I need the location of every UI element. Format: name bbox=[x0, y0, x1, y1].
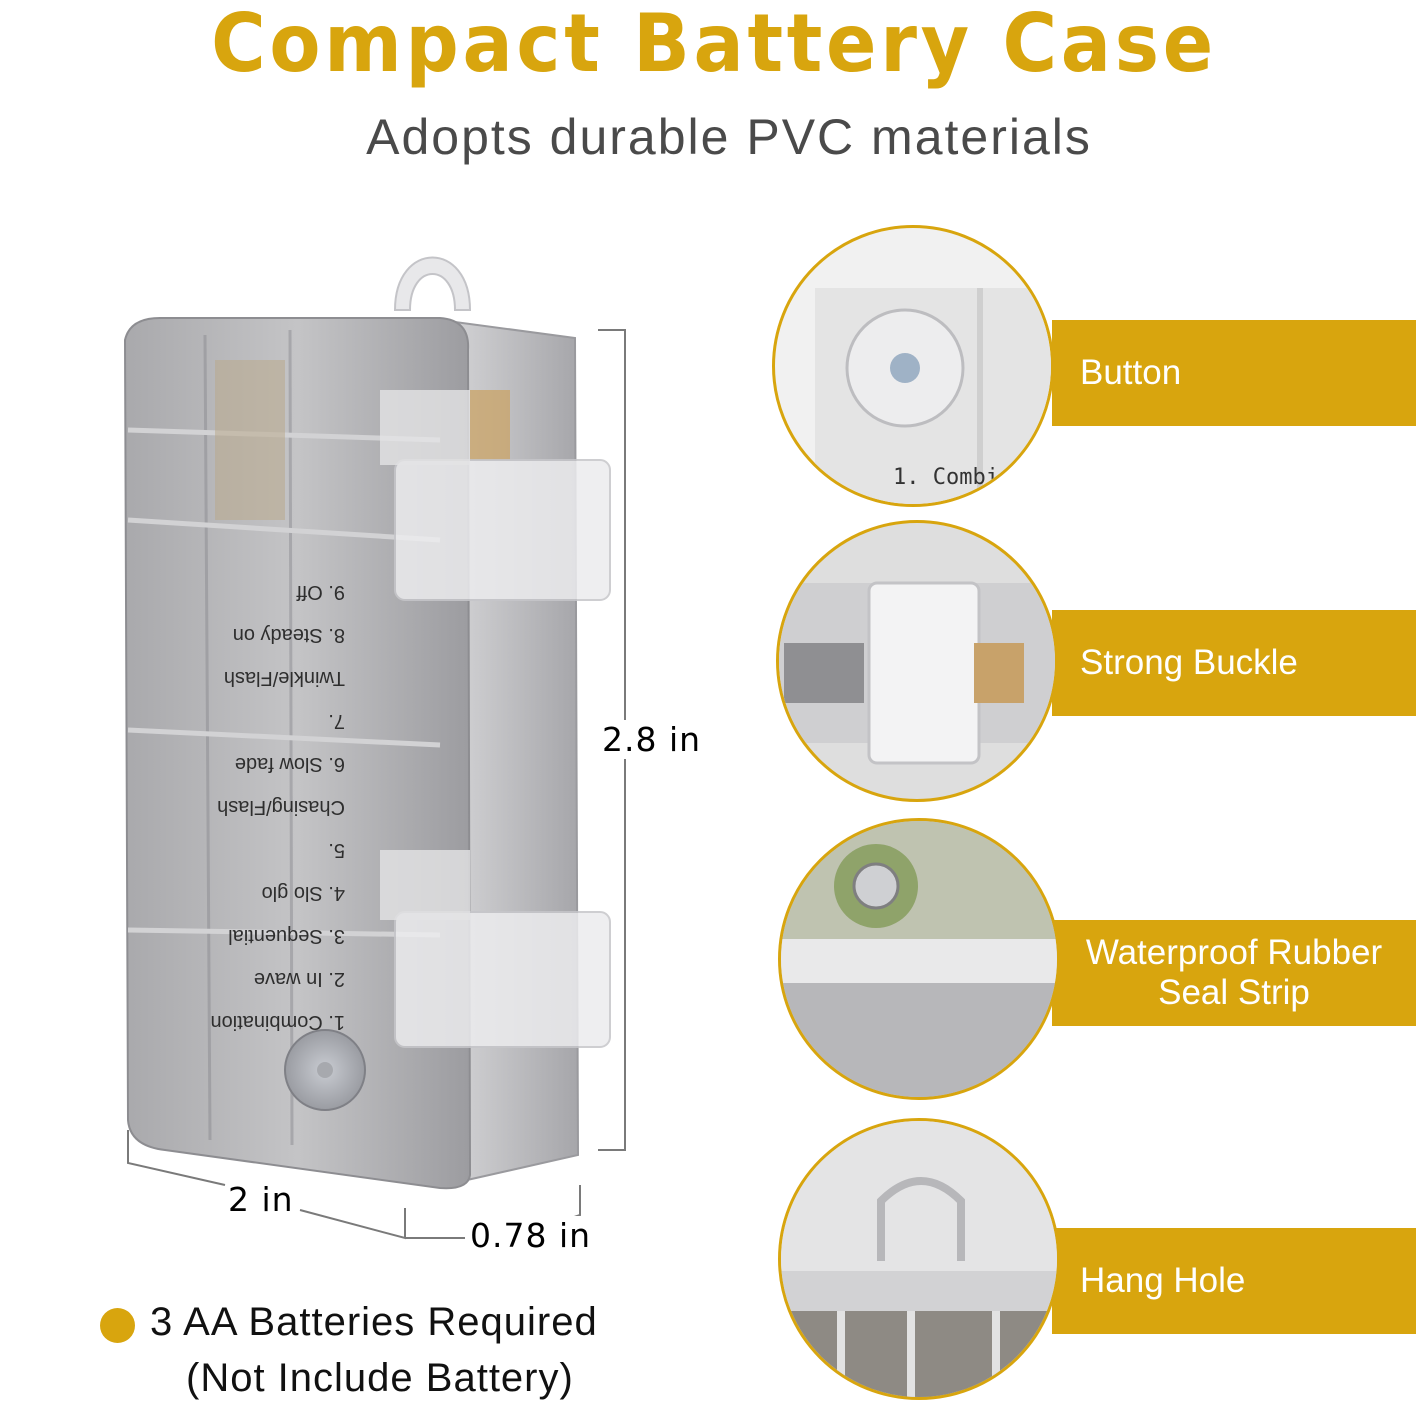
feature-hang-hole-label: Hang Hole bbox=[1052, 1228, 1416, 1334]
battery-case-image bbox=[123, 256, 626, 1240]
page-subtitle: Adopts durable PVC materials bbox=[366, 109, 1092, 165]
mode-item: 6. Slow fade bbox=[234, 753, 345, 775]
bullet-dot-icon bbox=[100, 1308, 135, 1343]
depth-dimension: 0.78 in bbox=[470, 1216, 592, 1255]
battery-requirement: 3 AA Batteries Required bbox=[150, 1300, 598, 1344]
hang-hole-closeup-icon bbox=[778, 1118, 1060, 1400]
page-title: Compact Battery Case bbox=[211, 0, 1217, 90]
width-dimension: 2 in bbox=[228, 1180, 294, 1219]
mode-item: 3. Sequential bbox=[228, 925, 345, 947]
height-dimension: 2.8 in bbox=[600, 720, 704, 759]
screw-seal-closeup-icon bbox=[778, 818, 1060, 1100]
feature-seal-line1: Waterproof Rubber bbox=[1085, 933, 1383, 972]
buckle-closeup-icon bbox=[776, 520, 1058, 802]
mode-item: 5. Chasing/Flash bbox=[217, 796, 345, 861]
mode-item: 8. Steady on bbox=[232, 624, 345, 646]
mode-item: 1. Combination bbox=[210, 1011, 345, 1033]
button-detail-text: 1. Combin bbox=[893, 465, 1013, 490]
feature-button-label: Button bbox=[1052, 320, 1416, 426]
mode-list: 1. Combination 2. In wave 3. Sequential … bbox=[205, 570, 345, 1043]
mode-item: 9. Off bbox=[296, 581, 345, 603]
mode-item: 2. In wave bbox=[253, 968, 345, 990]
mode-item: 7. Twinkle/Flash bbox=[223, 667, 345, 732]
feature-buckle-label: Strong Buckle bbox=[1052, 610, 1416, 716]
button-closeup-icon: 1. Combin bbox=[772, 225, 1054, 507]
battery-note: (Not Include Battery) bbox=[186, 1356, 574, 1400]
feature-seal-label: Waterproof Rubber Seal Strip bbox=[1052, 920, 1416, 1026]
mode-item: 4. Slo glo bbox=[261, 882, 345, 904]
feature-seal-line2: Seal Strip bbox=[1158, 973, 1310, 1012]
